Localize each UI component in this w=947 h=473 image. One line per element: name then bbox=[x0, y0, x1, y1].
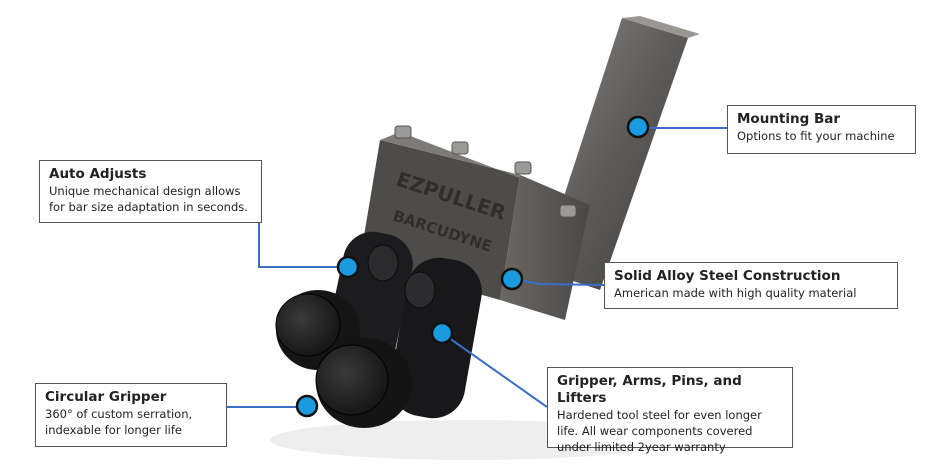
hotspot-auto-adjusts[interactable] bbox=[336, 255, 360, 279]
callout-gripper-arms: Gripper, Arms, Pins, and Lifters Hardene… bbox=[547, 367, 793, 454]
body-block: EZPULLER BARCUDYNE bbox=[360, 132, 590, 320]
callout-description: Unique mechanical design allows for bar … bbox=[49, 184, 248, 214]
callout-mounting-bar: Mounting Bar Options to fit your machine bbox=[727, 105, 916, 154]
callout-title: Mounting Bar bbox=[737, 111, 841, 127]
leader-lines bbox=[226, 127, 727, 408]
callout-description: American made with high quality material bbox=[614, 286, 857, 300]
callout-title: Gripper, Arms, Pins, and Lifters bbox=[557, 373, 742, 406]
callout-title: Auto Adjusts bbox=[49, 166, 147, 182]
callout-auto-adjusts: Auto Adjusts Unique mechanical design al… bbox=[39, 160, 262, 223]
callout-title: Circular Gripper bbox=[45, 389, 167, 405]
callout-description: 360° of custom serration, indexable for … bbox=[45, 407, 193, 437]
callout-title: Solid Alloy Steel Construction bbox=[614, 268, 841, 284]
callout-circular-gripper: Circular Gripper 360° of custom serratio… bbox=[35, 383, 227, 447]
hotspot-solid-alloy[interactable] bbox=[500, 267, 524, 291]
bolts bbox=[394, 125, 577, 218]
hotspot-mounting-bar[interactable] bbox=[626, 115, 650, 139]
circular-gripper-part bbox=[275, 290, 412, 428]
callout-description: Options to fit your machine bbox=[737, 129, 895, 143]
hotspot-circular-gripper[interactable] bbox=[295, 394, 319, 418]
callout-solid-alloy: Solid Alloy Steel Construction American … bbox=[604, 262, 898, 309]
hotspot-gripper-arms[interactable] bbox=[430, 321, 454, 345]
callout-description: Hardened tool steel for even longer life… bbox=[557, 408, 762, 454]
